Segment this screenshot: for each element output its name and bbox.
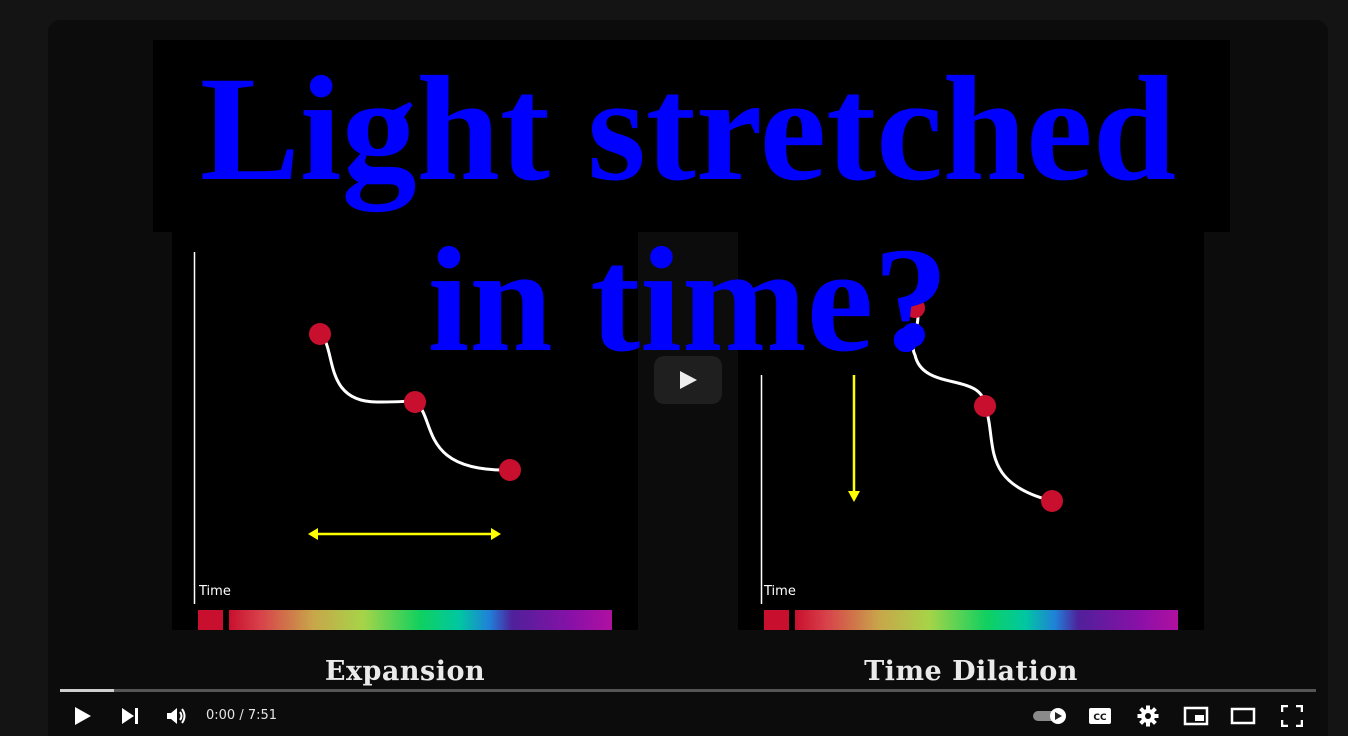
video-player[interactable]: Time [48,20,1328,736]
volume-button[interactable] [162,696,192,736]
red-dot [905,298,925,318]
red-dot [1041,490,1063,512]
large-play-button[interactable] [654,356,722,404]
play-icon [75,707,91,725]
theater-mode-icon [1230,707,1256,725]
duration: 7:51 [247,708,278,723]
time-dilation-diagram [760,298,1178,630]
next-icon [122,708,138,724]
autoplay-toggle[interactable] [1030,696,1070,736]
settings-button[interactable] [1134,696,1162,736]
red-dot [974,395,996,417]
fullscreen-icon [1281,705,1303,727]
time-display: 0:00 / 7:51 [206,696,277,736]
theater-mode-button[interactable] [1228,696,1258,736]
play-icon [680,371,697,389]
play-button[interactable] [68,696,98,736]
emitted-spectrum-bar [198,610,223,630]
miniplayer-button[interactable] [1182,696,1210,736]
next-button[interactable] [116,696,144,736]
expansion-panel: Time [172,232,638,630]
time-dilation-panel: Time [738,232,1204,630]
expansion-diagram [193,252,612,630]
settings-gear-icon [1137,705,1159,727]
autoplay-toggle-icon [1033,708,1066,724]
title-band [153,40,1230,232]
progress-bar-fill [60,689,114,692]
red-dot [404,391,426,413]
miniplayer-icon [1183,706,1209,726]
horizontal-arrow [308,528,501,540]
svg-text:CC: CC [1093,713,1107,723]
received-spectrum-bar [795,610,1178,630]
time-axis-label: Time [199,584,231,599]
received-spectrum-bar [229,610,612,630]
video-title-line-1: Light stretched [199,46,1177,212]
time-axis-label: Time [764,584,796,599]
captions-button[interactable]: CC [1086,696,1114,736]
red-dot [499,459,521,481]
vertical-arrow [848,375,860,502]
volume-icon [167,708,186,724]
fullscreen-button[interactable] [1278,696,1306,736]
player-controls: 0:00 / 7:51 CC [48,696,1328,736]
emitted-spectrum-bar [764,610,789,630]
time-dilation-caption: Time Dilation [864,656,1078,687]
expansion-caption: Expansion [324,656,486,687]
captions-icon: CC [1089,708,1111,724]
red-dot [309,323,331,345]
time-separator: / [235,708,248,723]
video-title-line-2: in time? [427,217,949,383]
current-time: 0:00 [206,708,236,723]
blue-dot [901,323,925,347]
progress-bar[interactable] [60,689,1316,692]
